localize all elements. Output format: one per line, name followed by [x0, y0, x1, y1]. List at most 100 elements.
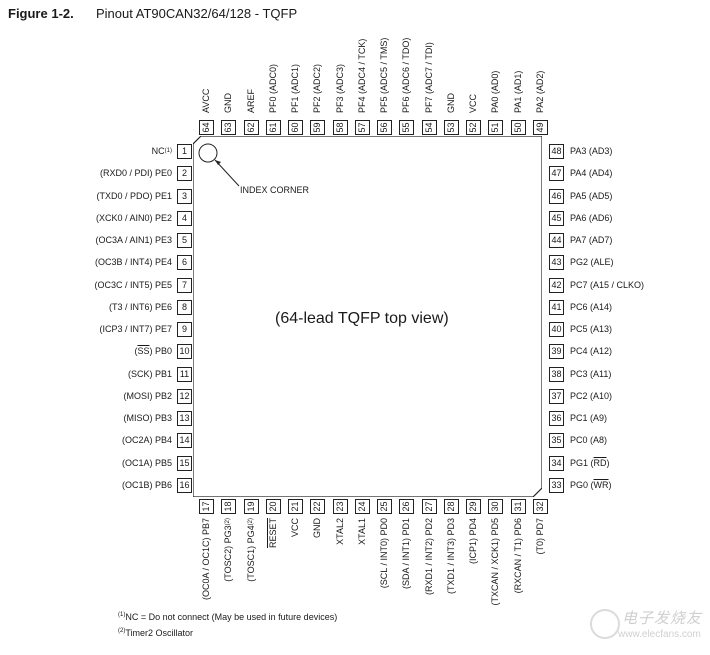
pin-label-left: (SCK) PB1 — [128, 369, 172, 379]
pin-label: PF3 (ADC3) — [334, 63, 345, 113]
pin-label: PF5 (ADC5 / TMS) — [379, 37, 389, 113]
pin-label-top: PF2 (ADC2) — [312, 64, 322, 113]
pin-number: 54 — [423, 122, 434, 133]
pin-number: 16 — [179, 479, 190, 490]
pin-number-box: 50 — [510, 120, 526, 135]
pin-label-top: PF5 (ADC5 / TMS) — [379, 38, 389, 113]
pin-number-box: 19 — [243, 499, 259, 514]
pin-number: 36 — [551, 413, 562, 423]
pin-label: (T0) PD7 — [534, 518, 545, 555]
pin-number-box: 28 — [443, 499, 459, 514]
pin-number: 60 — [290, 122, 300, 133]
pin-label: PA1 (AD1) — [512, 70, 523, 113]
pin-label-right: PA4 (AD4) — [570, 168, 612, 178]
pin-number: 46 — [551, 190, 562, 201]
pin-label: XTAL2 — [334, 518, 345, 545]
pin-label: (RXD1 / INT2) PD2 — [423, 518, 434, 596]
pin-label-bottom: (TXCAN / XCK1) PD5 — [490, 518, 500, 606]
pin-number-box: 17 — [199, 499, 214, 514]
pin-label-bottom: (TOSC1) PG4(2) — [246, 518, 256, 582]
pin-number-box: 27 — [421, 499, 437, 514]
pin-number: 58 — [334, 122, 345, 133]
watermark-logo-icon — [590, 609, 620, 639]
pin-number: 4 — [181, 212, 187, 223]
figure-caption: Figure 1-2.Pinout AT90CAN32/64/128 - TQF… — [8, 6, 297, 21]
pin-label-right: PC7 (A15 / CLKO) — [570, 280, 644, 290]
pin-number-box: 36 — [549, 411, 564, 426]
pin-number-box: 60 — [288, 120, 303, 135]
pin-label-top: AVCC — [201, 89, 211, 113]
pin-label-bottom: (SCL / INT0) PD0 — [379, 518, 389, 588]
pin-label-left: (OC1A) PB5 — [122, 458, 172, 468]
pin-number: 19 — [245, 501, 256, 512]
pin-number: 56 — [379, 122, 389, 133]
pin-number: 14 — [179, 435, 190, 446]
watermark: 电子发烧友 www.elecfans.com — [590, 605, 705, 650]
pin-number: 27 — [423, 501, 434, 512]
pin-label-bottom: (T0) PD7 — [535, 518, 545, 555]
pin-number-box: 20 — [265, 499, 281, 514]
pin-label-bottom: (TOSC2) PG3(2) — [223, 518, 233, 582]
pin-label: (MISO) PB3 — [123, 413, 172, 423]
pin-label: (TXD0 / PDO) PE1 — [96, 190, 172, 201]
pin-number: 51 — [490, 122, 501, 133]
pin-label-bottom: VCC — [290, 518, 300, 537]
pin-number: 48 — [551, 146, 562, 156]
pin-label: (RXD0 / PDI) PE0 — [99, 168, 172, 179]
pin-label: PA5 (AD5) — [570, 190, 613, 201]
pin-label-left: (TXD0 / PDO) PE1 — [96, 191, 172, 201]
pin-label: (TXD1 / INT3) PD3 — [445, 518, 456, 595]
pin-label-bottom: (SDA / INT1) PD1 — [401, 518, 411, 589]
pin-number-box: 51 — [488, 120, 504, 135]
pin-label: PA0 (AD0) — [490, 70, 501, 113]
pin-label-right: PC4 (A12) — [570, 346, 612, 356]
pin-number-box: 24 — [354, 499, 370, 514]
pin-number-box: 35 — [549, 433, 564, 449]
pin-number: 42 — [551, 279, 562, 290]
pin-label: (T3 / INT6) PE6 — [108, 301, 172, 312]
pin-label: (OC0A / OC1C) PB7 — [201, 518, 211, 601]
pin-label-top: GND — [446, 93, 456, 113]
pin-label: (SCK) PB1 — [127, 368, 172, 379]
pin-number: 44 — [551, 235, 562, 245]
pin-number: 8 — [181, 301, 187, 312]
pin-label-left: (OC3B / INT4) PE4 — [95, 257, 172, 267]
pin-number-box: 42 — [549, 277, 564, 293]
pin-number: 64 — [201, 122, 211, 133]
pin-label: PA4 (AD4) — [570, 168, 613, 179]
pin-label: PA2 (AD2) — [534, 70, 545, 113]
pin-number: 29 — [468, 501, 478, 512]
pin-number: 11 — [179, 368, 190, 379]
pin-number: 41 — [551, 301, 562, 312]
active-low-signal: SS — [137, 346, 150, 357]
pin-number-box: 29 — [466, 499, 481, 514]
pin-number: 18 — [223, 501, 234, 512]
pin-number-box: 12 — [177, 388, 192, 404]
pin-number: 3 — [181, 190, 187, 201]
pin-number-box: 49 — [532, 120, 548, 135]
pin-label: (SCL / INT0) PD0 — [379, 518, 389, 589]
pin-label: (OC3B / INT4) PE4 — [94, 257, 172, 268]
pin-label: GND — [223, 93, 234, 113]
pin-label: (ICP1) PD4 — [468, 518, 478, 565]
pin-number: 1 — [181, 146, 187, 156]
pin-label-right: PC5 (A13) — [570, 324, 612, 334]
pin-label-bottom: XTAL2 — [335, 518, 345, 545]
pin-label-top: PA0 (AD0) — [490, 71, 500, 113]
pin-number-box: 14 — [177, 433, 192, 449]
pin-label: (MOSI) PB2 — [123, 390, 172, 401]
pin-number: 26 — [401, 501, 412, 512]
pin-number-box: 10 — [177, 344, 192, 360]
pin-number-box: 59 — [310, 120, 326, 135]
pin-label: PG0 (WR) — [570, 479, 612, 490]
pin-number-box: 1 — [177, 144, 192, 159]
pin-number: 57 — [356, 122, 367, 133]
pin-label-top: PA2 (AD2) — [535, 71, 545, 113]
pin-label-left: (OC3C / INT5) PE5 — [94, 280, 172, 290]
pin-label-bottom: (RXCAN / T1) PD6 — [513, 518, 523, 593]
pin-label-left: (ICP3 / INT7) PE7 — [99, 324, 172, 334]
index-corner-label: INDEX CORNER — [240, 185, 310, 195]
pin-number-box: 62 — [243, 120, 259, 135]
pin-label-top: PF6 (ADC6 / TDO) — [401, 38, 411, 113]
active-low-signal: WR — [593, 479, 609, 490]
